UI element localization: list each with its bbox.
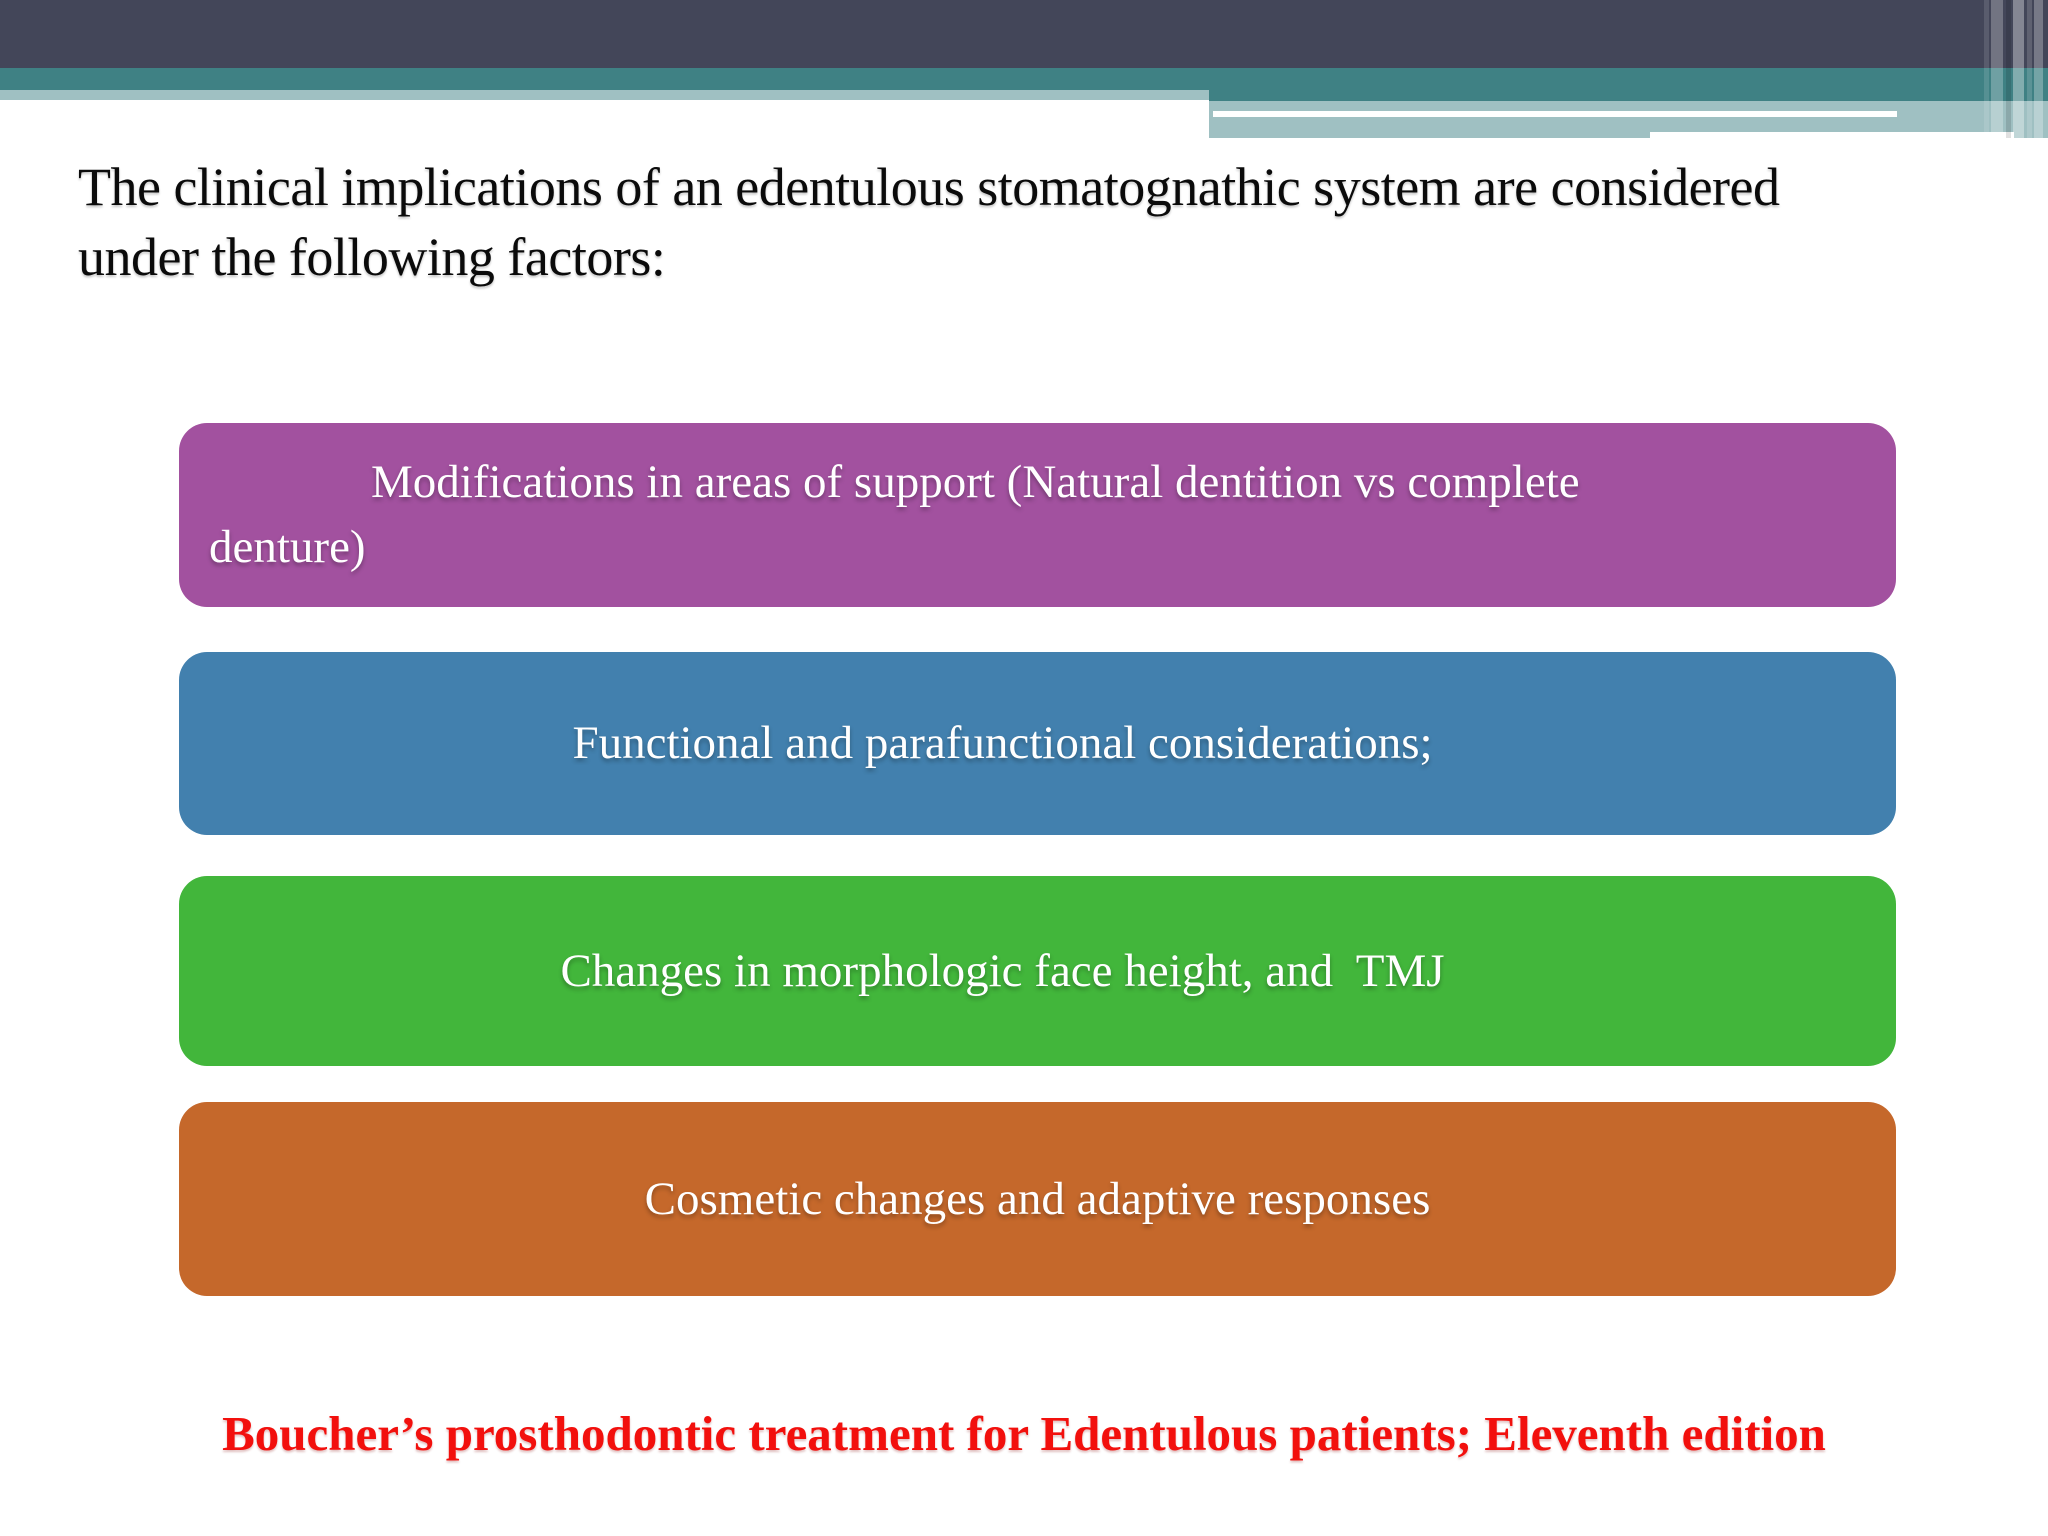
header-pinstripe [2006, 0, 2011, 138]
header-dark-bar [0, 0, 2048, 68]
header-light-band-left [0, 90, 1209, 100]
reference-text: Boucher’s prosthodontic treatment for Ed… [222, 1406, 1826, 1461]
header-pinstripe [2027, 0, 2032, 138]
header-pinstripe [1984, 0, 1989, 138]
header-step-band-right [2014, 132, 2048, 138]
factor-label: Cosmetic changes and adaptive responses [644, 1172, 1431, 1225]
factor-box-cosmetic: Cosmetic changes and adaptive responses [179, 1102, 1896, 1296]
header-step-band-left [1209, 132, 1650, 138]
factor-box-functional: Functional and parafunctional considerat… [179, 652, 1896, 835]
factor-box-face-height: Changes in morphologic face height, and … [179, 876, 1896, 1066]
slide-title: The clinical implications of an edentulo… [78, 157, 1780, 287]
factor-label: Functional and parafunctional considerat… [572, 717, 1433, 769]
header-white-stripe [1213, 111, 1897, 117]
reference-text-container: Boucher’s prosthodontic treatment for Ed… [0, 1402, 2048, 1466]
factor-box-support: Modifications in areas of support (Natur… [179, 423, 1896, 607]
header-pinstripe [1991, 0, 2003, 138]
header-pinstripe [2013, 0, 2024, 138]
factor-list: Modifications in areas of support (Natur… [179, 423, 1896, 1296]
header-teal-extension [1209, 68, 2048, 101]
factor-label: Changes in morphologic face height, and … [560, 944, 1445, 997]
factor-label: Modifications in areas of support (Natur… [209, 456, 1592, 573]
header-pinstripe [2034, 0, 2043, 138]
